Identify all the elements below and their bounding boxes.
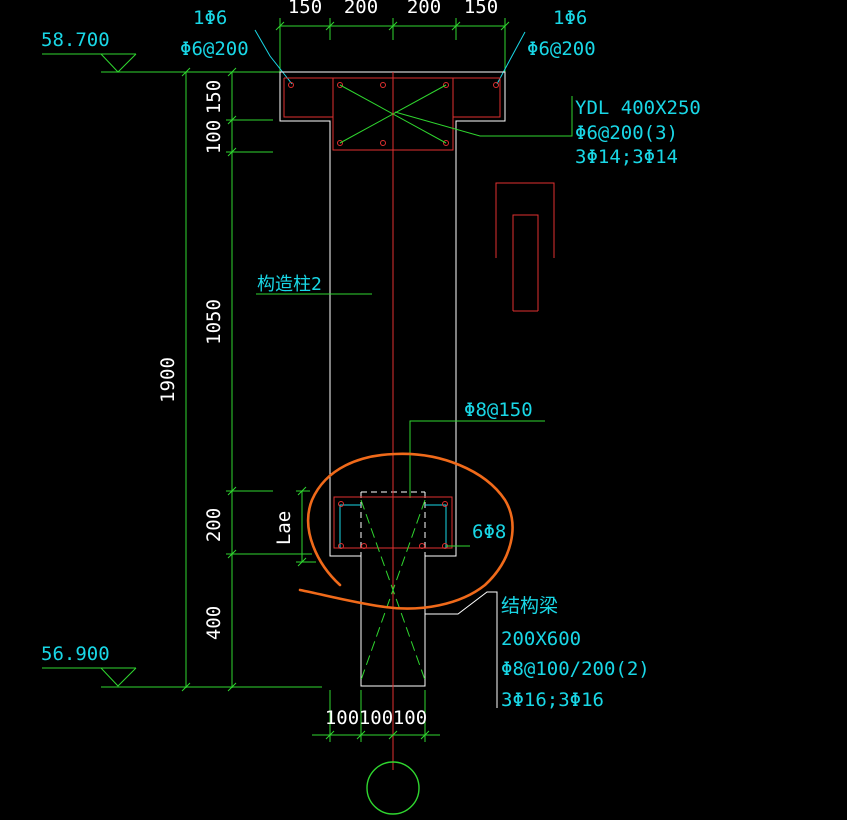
elevation-top-label: 58.700 [41,29,110,51]
dim-400: 400 [203,606,225,640]
axis-bubble [366,761,420,815]
bars-label: 6Φ8 [472,521,506,543]
left-rebar-count: 1Φ6 [193,7,227,29]
dim-1900: 1900 [157,357,179,403]
dim-200: 200 [203,508,225,542]
dim-150: 150 [203,80,225,114]
joint-rebar: 6Φ8 [333,496,506,681]
top-beam-rebar [283,77,501,151]
beam-note: 结构梁 200X600 Φ8@100/200(2) 3Φ16;3Φ16 [425,591,650,711]
top-dim-3: 200 [407,0,441,18]
elevation-bottom: 56.900 [41,643,322,688]
top-dim-4: 150 [464,0,498,18]
bottom-dim-3: 100 [393,707,427,729]
ydl-line-2: Φ6@200(3) [575,122,678,144]
ydl-note: YDL 400X250 Φ6@200(3) 3Φ14;3Φ14 [394,96,701,168]
elevation-bottom-label: 56.900 [41,643,110,665]
beam-line-3: Φ8@100/200(2) [501,658,650,680]
right-rebar-stirrup: Φ6@200 [527,38,596,60]
beam-line-2: 200X600 [501,628,581,650]
right-rebar-note: 1Φ6 Φ6@200 [496,7,596,85]
rebar-detail-sketch [495,182,555,312]
top-dim-1: 150 [288,0,322,18]
left-rebar-note: 1Φ6 Φ6@200 [180,7,293,85]
ydl-line-3: 3Φ14;3Φ14 [575,146,678,168]
column-label: 构造柱2 [256,274,372,295]
beam-line-1: 结构梁 [501,595,558,617]
right-rebar-count: 1Φ6 [553,7,587,29]
left-rebar-stirrup: Φ6@200 [180,38,249,60]
ydl-line-1: YDL 400X250 [575,97,701,119]
dim-1050: 1050 [203,299,225,345]
bottom-dimension-chain: 100 100 100 [312,690,440,742]
column-label-text: 构造柱2 [257,274,322,295]
dim-lae: Lae [273,511,295,545]
dim-100: 100 [203,120,225,154]
top-dim-2: 200 [344,0,378,18]
stirrup-note: Φ8@150 [409,399,545,498]
column-outline [279,71,506,687]
top-dimension-chain: 150 200 200 150 [275,0,510,72]
beam-line-4: 3Φ16;3Φ16 [501,689,604,711]
elevation-top: 58.700 [41,29,280,73]
bottom-dim-1: 100 [325,707,359,729]
stirrup-label: Φ8@150 [464,399,533,421]
bottom-dim-2: 100 [359,707,393,729]
markup-circle [298,452,514,610]
vertical-dimensions: 1900 150 100 1050 200 400 Lae [157,67,316,692]
